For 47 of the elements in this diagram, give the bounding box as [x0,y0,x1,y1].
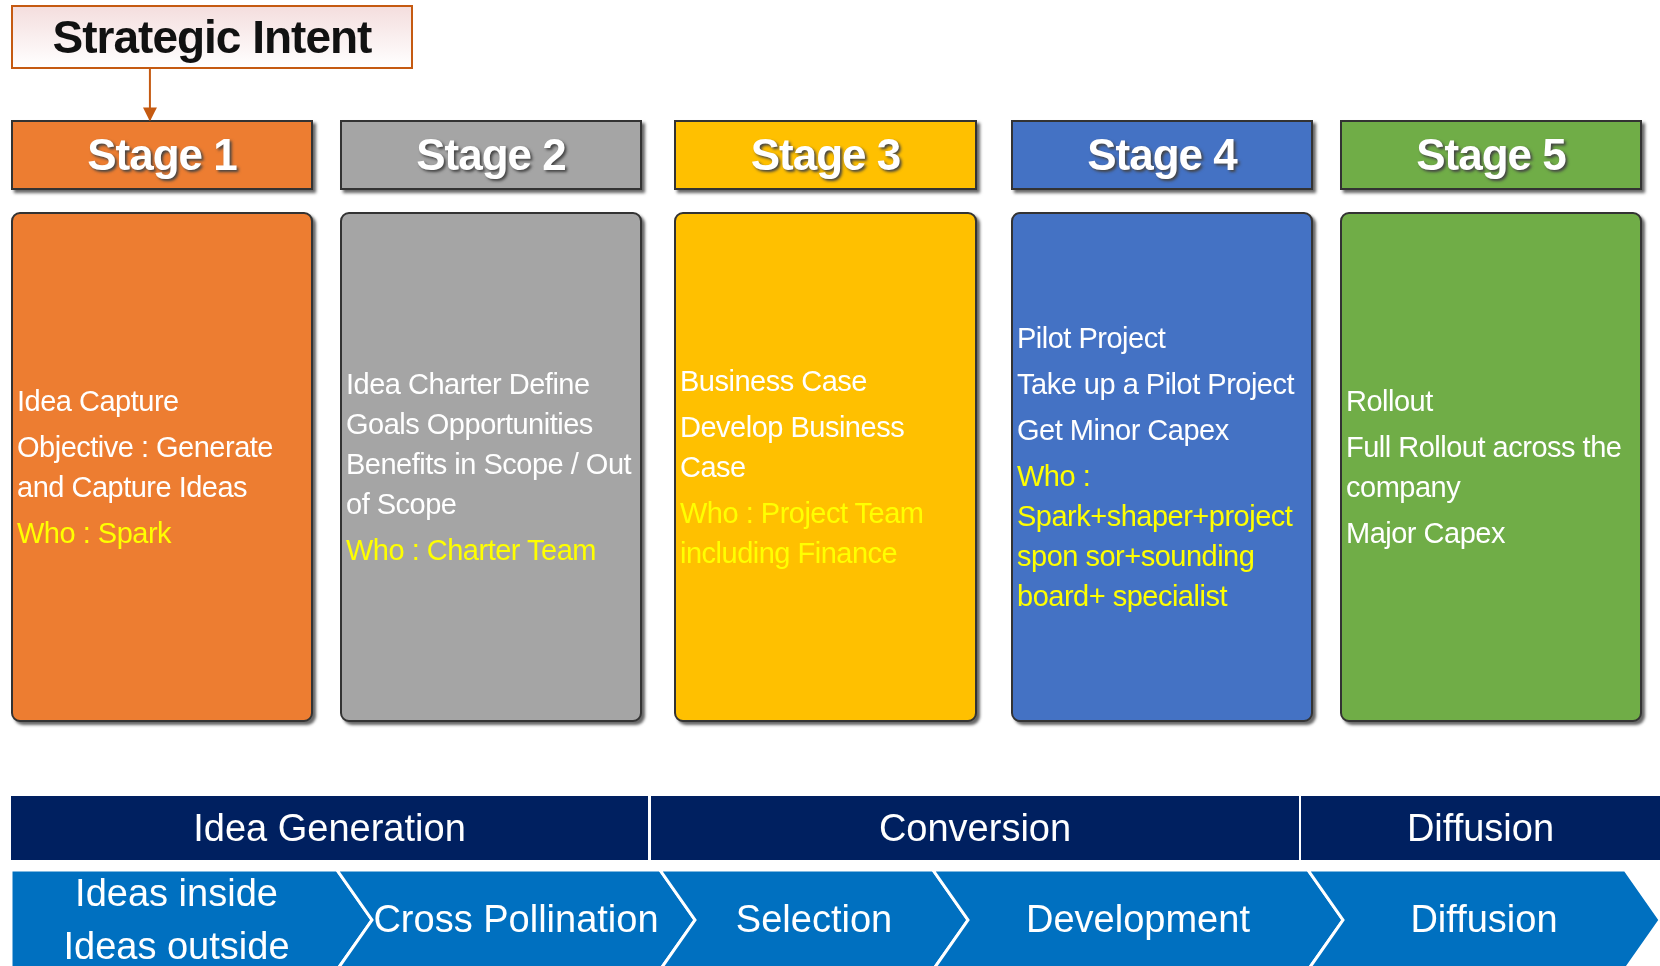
step-label: Selection [734,897,894,943]
stage-header [1011,120,1313,190]
stage-header [11,120,313,190]
stage-text: Major Capex [1346,516,1506,551]
stage-text: Idea Charter Define Goals Opportunities Benefits in Scope / Out of Scope [346,366,633,522]
step-label: Diffusion [1409,897,1559,943]
chevron-step [933,870,1343,966]
stage-text: Business Case [680,363,868,399]
stage-title: Stage 1 [87,130,237,180]
chevron-step [11,870,372,966]
step-label: Ideas inside Ideas outside [62,870,291,966]
stage-text: Who : Spark+shaper+project spon sor+sounding board+ specialist [1017,459,1294,615]
title-box [11,5,413,69]
stage-title: Stage 2 [416,130,566,180]
step-label: Development [1025,897,1251,943]
stage-text: Get Minor Capex [1017,412,1230,448]
stage-text: Take up a Pilot Project [1017,366,1296,402]
chevron-step [1308,870,1660,966]
stage-title: Stage 4 [1087,130,1237,180]
stage-card [1340,212,1642,722]
step-label: Cross Pollination [372,897,660,943]
stage-card [11,212,313,722]
phase-band [651,796,1299,860]
stage-title: Stage 3 [750,130,901,180]
phase-label: Diffusion [1406,806,1555,850]
phase-label: Conversion [878,806,1072,850]
stage-header [340,120,642,190]
stage-text: Develop Business Case [680,409,906,485]
stage-text: Who : Spark [17,516,173,551]
stage-text: Who : Charter Team [346,533,597,568]
stage-card [674,212,977,722]
arrow [142,68,157,122]
phase-band [11,796,648,860]
title-text: Strategic Intent [52,10,372,64]
stage-text: Full Rollout across the company [1346,430,1623,505]
stage-card [340,212,642,722]
stage-header [1340,120,1642,190]
stage-title: Stage 5 [1416,130,1566,180]
phase-band [1301,796,1660,860]
phase-label: Idea Generation [193,806,466,850]
stage-header [674,120,977,190]
stage-text: Rollout [1346,383,1434,419]
stage-text: Idea Capture [17,383,180,419]
stage-card [1011,212,1313,722]
stage-text: Pilot Project [1017,320,1167,356]
stage-text: Objective : Generate and Capture Ideas [17,430,274,505]
stage-text: Who : Project Team including Finance [680,496,925,571]
